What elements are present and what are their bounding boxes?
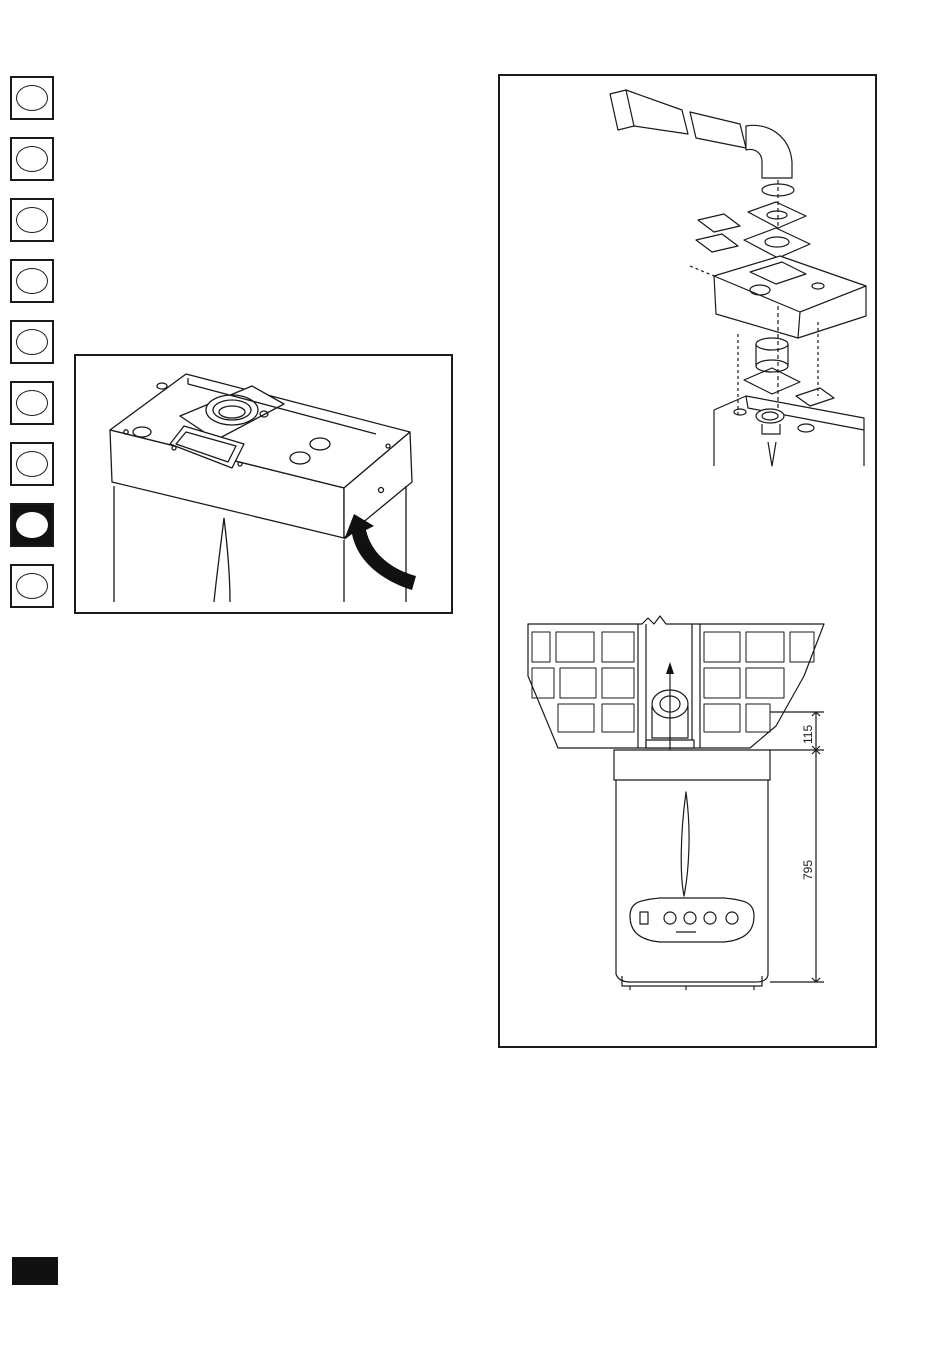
page-number-badge — [12, 1257, 58, 1285]
tab-oval-icon — [16, 207, 48, 233]
dimension-115-label: 115 — [801, 725, 815, 744]
tab-oval-icon — [16, 390, 48, 416]
language-tab-4[interactable] — [10, 259, 54, 303]
cover-removal-figure — [74, 354, 453, 614]
language-tab-9[interactable] — [10, 564, 54, 608]
tab-oval-icon — [16, 573, 48, 599]
cover-removal-illustration — [76, 356, 451, 612]
tab-oval-icon — [16, 268, 48, 294]
installation-illustration: 115 795 — [500, 76, 875, 1046]
installation-figure: 115 795 — [498, 74, 877, 1048]
language-tab-1[interactable] — [10, 76, 54, 120]
tab-oval-icon — [16, 329, 48, 355]
tab-oval-icon — [16, 85, 48, 111]
dimension-795-label: 795 — [801, 860, 815, 880]
language-tab-3[interactable] — [10, 198, 54, 242]
tab-oval-icon — [16, 146, 48, 172]
language-tab-2[interactable] — [10, 137, 54, 181]
language-tab-7[interactable] — [10, 442, 54, 486]
language-tab-6[interactable] — [10, 381, 54, 425]
tab-oval-icon — [16, 512, 48, 538]
lift-arrow-icon — [344, 514, 416, 590]
language-tab-8-active[interactable] — [10, 503, 54, 547]
tab-oval-icon — [16, 451, 48, 477]
language-tab-5[interactable] — [10, 320, 54, 364]
